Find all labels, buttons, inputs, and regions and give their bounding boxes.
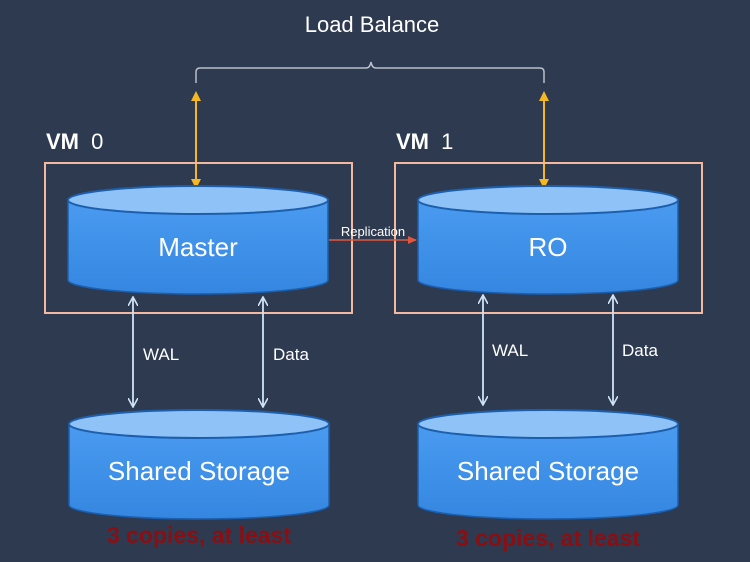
ro-label: RO xyxy=(529,232,568,262)
vm1-label-bold: VM xyxy=(396,129,429,154)
master-db-cylinder: Master xyxy=(67,185,329,295)
ro-db-cylinder: RO xyxy=(417,185,679,295)
vm1-shared-storage-cylinder: Shared Storage xyxy=(417,409,679,520)
load-balance-bracket xyxy=(195,61,545,83)
vm0-storage-label: Shared Storage xyxy=(108,456,290,486)
vm0-label: VM 0 xyxy=(46,129,103,154)
vm0-copies-note: 3 copies, at least xyxy=(107,522,291,548)
vm1-label-num: 1 xyxy=(441,129,453,154)
replication-label: Replication xyxy=(341,224,405,239)
vm0-label-bold: VM xyxy=(46,129,79,154)
vm0-shared-storage-cylinder: Shared Storage xyxy=(68,409,330,520)
master-label: Master xyxy=(158,232,238,262)
vm0-box xyxy=(44,162,353,314)
vm1-label: VM 1 xyxy=(396,129,453,154)
vm1-copies-note: 3 copies, at least xyxy=(456,525,640,551)
vm0-wal-label: WAL xyxy=(143,345,179,364)
vm0-label-num: 0 xyxy=(91,129,103,154)
vm1-data-label: Data xyxy=(622,341,658,360)
vm1-storage-label: Shared Storage xyxy=(457,456,639,486)
vm1-box xyxy=(394,162,703,314)
vm1-wal-label: WAL xyxy=(492,341,528,360)
load-balance-title: Load Balance xyxy=(305,12,440,37)
vm0-data-label: Data xyxy=(273,345,309,364)
